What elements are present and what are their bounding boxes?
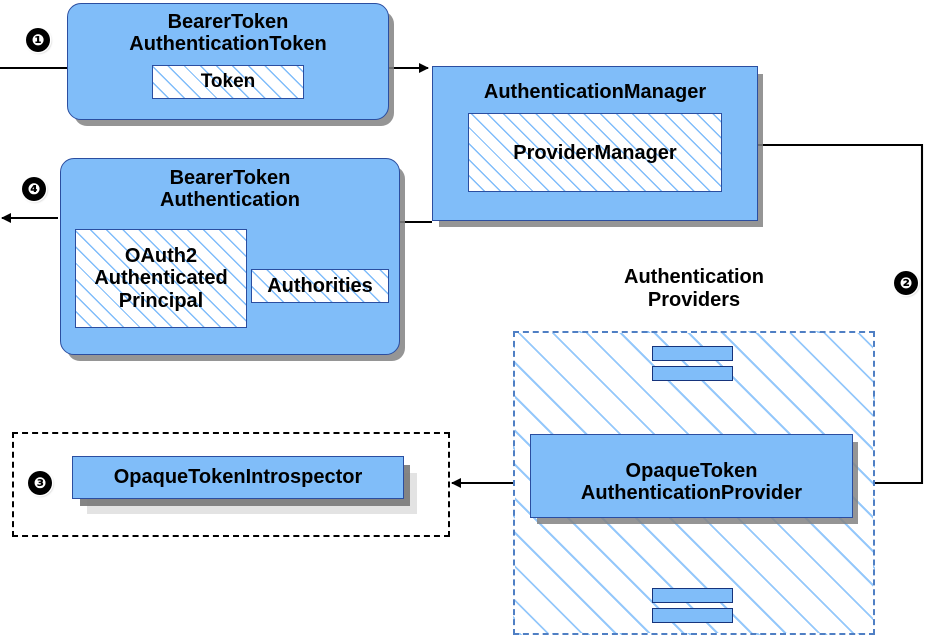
node-title-line-2: AuthenticationToken <box>129 33 327 56</box>
node-authentication-manager[interactable]: AuthenticationManager ProviderManager <box>432 66 758 221</box>
group-label-authentication-providers: Authentication Providers <box>513 266 875 312</box>
group-label-line-1: Authentication <box>624 266 764 288</box>
node-title: BearerToken AuthenticationToken <box>129 11 326 56</box>
inner-box-oauth2-authenticated-principal-label: OAuth2 Authenticated Principal <box>94 245 227 312</box>
node-opaque-token-authentication-provider[interactable]: OpaqueToken AuthenticationProvider <box>530 434 853 518</box>
node-bearer-token-authentication[interactable]: BearerToken Authentication OAuth2 Authen… <box>60 158 400 355</box>
group-label-line-2: Providers <box>647 288 741 311</box>
inner-box-authorities[interactable]: Authorities <box>251 269 389 303</box>
provider-stack-top-icon <box>652 346 733 381</box>
inner-box-token-label: Token <box>200 71 256 93</box>
inner-box-authorities-label: Authorities <box>267 274 373 297</box>
inner-box-oauth2-authenticated-principal[interactable]: OAuth2 Authenticated Principal <box>75 229 247 328</box>
principal-line-3: Principal <box>118 289 204 312</box>
group-introspector <box>12 432 450 537</box>
stack-bar <box>652 346 733 361</box>
step-badge-4: ❹ <box>22 177 46 201</box>
node-title: BearerToken Authentication <box>160 167 300 212</box>
node-title-line-2: Authentication <box>160 189 300 212</box>
stack-bar <box>652 588 733 603</box>
inner-box-token[interactable]: Token <box>152 64 304 99</box>
inner-box-provider-manager[interactable]: ProviderManager <box>468 113 722 193</box>
step-badge-3: ❸ <box>28 471 52 495</box>
node-title-line-1: OpaqueToken <box>625 459 758 482</box>
step-badge-2: ❷ <box>894 271 918 295</box>
node-title-line-2: AuthenticationProvider <box>580 482 803 504</box>
step-badge-1: ❶ <box>26 28 50 52</box>
node-title: OpaqueTokenIntrospector <box>113 466 363 489</box>
stack-bar <box>652 608 733 623</box>
stack-bar <box>652 366 733 381</box>
node-bearer-token-authentication-token[interactable]: BearerToken AuthenticationToken Token <box>67 3 389 120</box>
provider-stack-bottom-icon <box>652 588 733 623</box>
principal-line-1: OAuth2 <box>124 244 198 267</box>
node-title-line-1: BearerToken <box>169 167 291 189</box>
inner-box-provider-manager-label: ProviderManager <box>513 141 677 164</box>
node-title-line-1: BearerToken <box>167 11 289 33</box>
node-opaque-token-introspector[interactable]: OpaqueTokenIntrospector <box>72 456 404 499</box>
principal-line-2: Authenticated <box>94 267 228 290</box>
node-title: OpaqueToken AuthenticationProvider <box>581 460 802 505</box>
node-title: AuthenticationManager <box>483 81 707 103</box>
